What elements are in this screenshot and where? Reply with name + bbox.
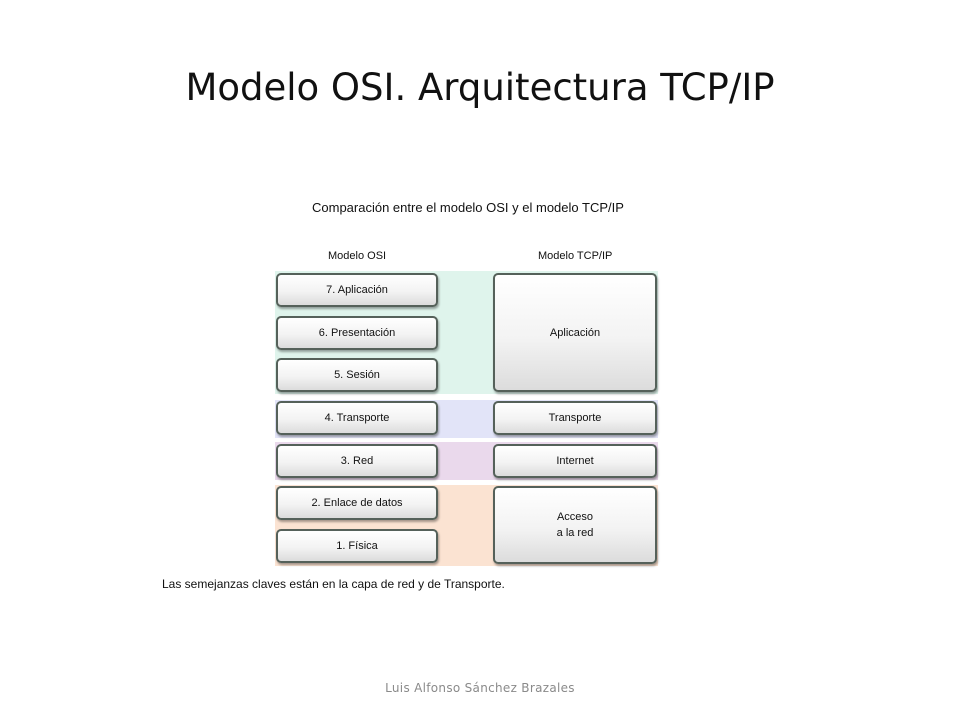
osi-layer-label: 6. Presentación — [318, 327, 396, 339]
tcpip-layer-application: Aplicación — [493, 273, 657, 392]
osi-layer-label: 5. Sesión — [334, 369, 380, 381]
tcpip-layer-label-line1: Acceso — [556, 511, 594, 523]
osi-layer-application: 7. Aplicación — [276, 273, 438, 307]
slide-title: Modelo OSI. Arquitectura TCP/IP — [185, 66, 775, 109]
tcpip-layer-label-line2: a la red — [556, 527, 594, 539]
osi-layer-label: 3. Red — [340, 455, 374, 467]
osi-layer-label: 7. Aplicación — [326, 284, 388, 296]
tcpip-layer-label: Transporte — [548, 412, 602, 424]
tcpip-layer-label: Internet — [556, 455, 594, 467]
tcpip-layer-network-access: Acceso a la red — [493, 486, 657, 564]
osi-layer-network: 3. Red — [276, 444, 438, 478]
osi-layer-label: 2. Enlace de datos — [311, 497, 403, 509]
diagram-caption: Comparación entre el modelo OSI y el mod… — [312, 200, 624, 215]
tcpip-layer-internet: Internet — [493, 444, 657, 478]
osi-layer-label: 4. Transporte — [324, 412, 390, 424]
tcpip-column-header: Modelo TCP/IP — [538, 250, 613, 262]
osi-layer-session: 5. Sesión — [276, 358, 438, 392]
osi-layer-presentation: 6. Presentación — [276, 316, 438, 350]
diagram-footnote: Las semejanzas claves están en la capa d… — [162, 577, 505, 591]
author-footer: Luis Alfonso Sánchez Brazales — [385, 681, 575, 695]
osi-layer-label: 1. Física — [336, 540, 378, 552]
tcpip-layer-label: Aplicación — [549, 326, 601, 339]
osi-column-header: Modelo OSI — [328, 250, 387, 262]
tcpip-layer-transport: Transporte — [493, 401, 657, 435]
osi-layer-physical: 1. Física — [276, 529, 438, 563]
osi-layer-transport: 4. Transporte — [276, 401, 438, 435]
osi-layer-data-link: 2. Enlace de datos — [276, 486, 438, 520]
